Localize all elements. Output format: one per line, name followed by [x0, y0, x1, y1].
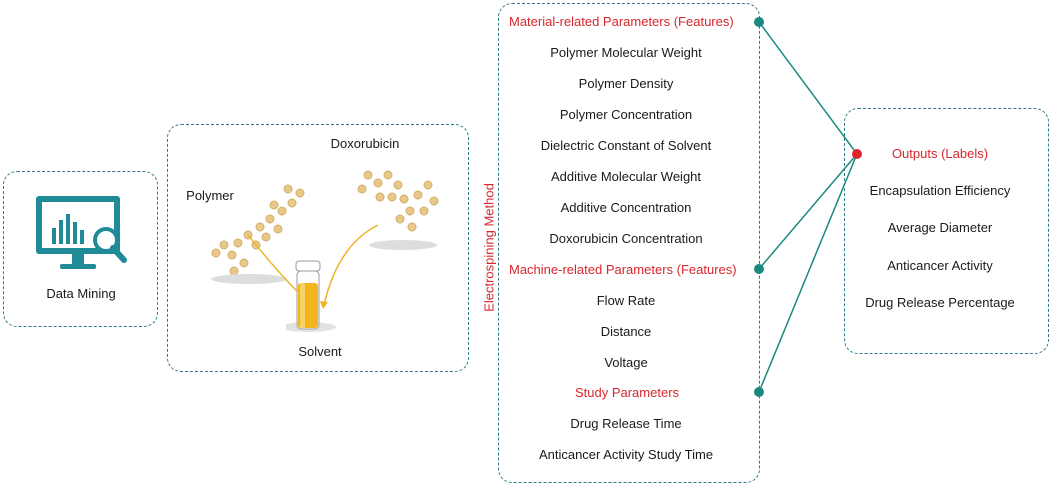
output-item: Anticancer Activity [887, 257, 993, 273]
node-outputs [852, 149, 862, 159]
features-box [498, 3, 760, 483]
connector-study-outputs [758, 153, 858, 393]
chemistry-box: Doxorubicin Polymer Solvent [167, 124, 469, 372]
machine-heading: Machine-related Parameters (Features) [509, 262, 737, 277]
monitor-chart-magnifier-icon [36, 196, 127, 269]
study-parameter-item: Anticancer Activity Study Time [538, 447, 714, 462]
outputs-heading: Outputs (Labels) [891, 146, 989, 161]
solvent-vial-image [286, 260, 336, 332]
output-item: Encapsulation Efficiency [869, 183, 1011, 198]
study-heading: Study Parameters [574, 385, 680, 400]
doxorubicin-label: Doxorubicin [330, 136, 400, 151]
connector-machine-outputs [758, 153, 858, 270]
material-parameter-item: Polymer Density [578, 76, 674, 91]
material-parameter-item: Additive Concentration [560, 200, 692, 215]
material-parameter-item: Dielectric Constant of Solvent [540, 138, 712, 153]
solvent-label: Solvent [298, 344, 342, 359]
doxorubicin-molecule-image [357, 170, 439, 250]
data-mining-label: Data Mining [46, 286, 116, 301]
machine-parameter-item: Distance [600, 324, 652, 339]
polymer-label: Polymer [186, 188, 234, 203]
study-parameter-item: Drug Release Time [570, 416, 682, 431]
material-parameter-item: Polymer Molecular Weight [550, 45, 702, 60]
data-mining-box: Data Mining [3, 171, 158, 327]
electrospinning-method-label: Electrospining Method [481, 183, 497, 312]
output-item: Average Diameter [887, 220, 993, 236]
material-parameter-item: Polymer Concentration [559, 107, 693, 122]
output-item: Drug Release Percentage [865, 294, 1015, 310]
outputs-box [844, 108, 1049, 354]
material-heading: Material-related Parameters (Features) [509, 14, 734, 29]
polymer-molecule-image [211, 184, 305, 284]
machine-parameter-item: Flow Rate [596, 293, 656, 308]
connector-material-outputs [758, 21, 858, 155]
material-parameter-item: Additive Molecular Weight [550, 169, 702, 184]
material-parameter-item: Doxorubicin Concentration [549, 231, 703, 246]
machine-parameter-item: Voltage [604, 355, 648, 370]
